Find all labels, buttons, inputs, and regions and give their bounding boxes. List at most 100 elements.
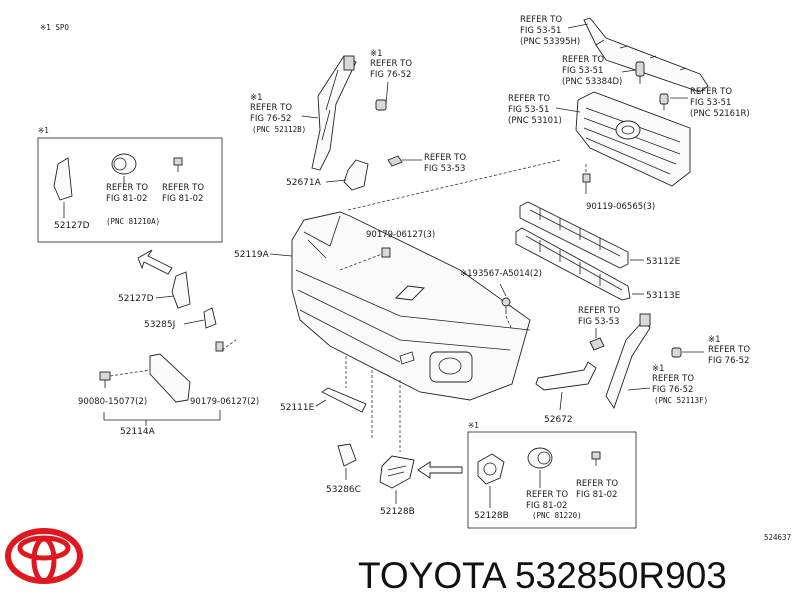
clip-5353-top — [387, 155, 403, 167]
ref-fig5351-right: REFER TO FIG 53-51 (PNC 52161R) — [690, 87, 750, 119]
ref-fig5351-grille: REFER TO FIG 53-51 (PNC 53101) — [508, 94, 562, 126]
svg-text:REFER TO: REFER TO — [508, 94, 550, 104]
part-90119: 90119-06565(3) — [586, 202, 655, 212]
grille-right-clip — [659, 93, 669, 110]
part-52127D-box: 52127D — [54, 221, 90, 231]
svg-text:FIG 53-51: FIG 53-51 — [508, 105, 549, 115]
header-note: ※1 SPO — [40, 23, 69, 32]
svg-text:FIG 81-02: FIG 81-02 — [576, 490, 617, 500]
cover-53286C — [337, 443, 357, 467]
svg-text:REFER TO: REFER TO — [424, 153, 466, 163]
svg-text:FIG 53-51: FIG 53-51 — [520, 26, 561, 36]
svg-text:REFER TO: REFER TO — [106, 183, 148, 193]
svg-text:REFER TO: REFER TO — [562, 55, 604, 65]
part-52127D: 52127D — [118, 294, 154, 304]
part-52119A: 52119A — [234, 250, 270, 260]
part-93567: ※193567-A5014(2) — [460, 269, 542, 279]
direction-arrow — [417, 461, 463, 479]
fog-lamp-box — [111, 153, 137, 175]
svg-text:REFER TO: REFER TO — [250, 103, 292, 113]
fog-bolt-box — [173, 157, 183, 172]
svg-text:(PNC 52112B): (PNC 52112B) — [252, 125, 306, 134]
svg-text:REFER TO: REFER TO — [690, 87, 732, 97]
ref-fig8102-box2: REFER TO FIG 81-02 (PNC 81220) — [526, 490, 582, 520]
ref-fig5353-right: REFER TO FIG 53-53 — [578, 306, 620, 327]
svg-text:FIG 76-52: FIG 76-52 — [250, 114, 291, 124]
bumper-support-52112B — [311, 55, 357, 171]
svg-text:FIG 53-51: FIG 53-51 — [690, 98, 731, 108]
svg-text:(PNC 53384D): (PNC 53384D) — [562, 77, 622, 87]
ref-fig7652-right1: ※1 REFER TO FIG 76-52 — [708, 335, 750, 366]
svg-text:REFER TO: REFER TO — [526, 490, 568, 500]
part-90080: 90080-15077(2) — [78, 397, 147, 407]
box1-note: ※1 — [38, 126, 49, 135]
reflector-52111E — [321, 387, 367, 413]
radiator-grille — [575, 91, 691, 187]
detail-box-left — [37, 137, 223, 243]
svg-text:REFER TO: REFER TO — [708, 345, 750, 355]
fog-cover-box — [477, 453, 505, 485]
arrow-indicator — [137, 249, 173, 275]
svg-text:REFER TO: REFER TO — [520, 15, 562, 25]
cover-53285J — [203, 307, 217, 329]
bolt-90119 — [582, 173, 591, 194]
bracket-52672 — [535, 361, 597, 391]
bracket-52114A — [149, 353, 191, 403]
part-53113E: 53113E — [646, 291, 681, 301]
lower-grille-53112E — [519, 201, 629, 269]
clip-90179-bot — [215, 341, 224, 352]
fog-cover-52128B — [379, 455, 415, 489]
svg-text:(PNC 53101): (PNC 53101) — [508, 116, 562, 126]
svg-text:REFER TO: REFER TO — [576, 479, 618, 489]
part-53285J: 53285J — [144, 320, 175, 330]
part-52671A: 52671A — [286, 178, 322, 188]
part-52672: 52672 — [544, 415, 573, 425]
toyota-logo — [5, 528, 83, 584]
svg-text:(PNC 81220): (PNC 81220) — [532, 511, 582, 520]
bracket-52127D — [171, 271, 191, 309]
upper-grille-retainer — [583, 17, 709, 93]
svg-text:FIG 81-02: FIG 81-02 — [162, 194, 203, 204]
svg-text:※1: ※1 — [370, 49, 383, 59]
fog-cover-bracket-box — [53, 157, 73, 201]
svg-text:※1: ※1 — [652, 364, 665, 374]
ref-fig7652-left: ※1 REFER TO FIG 76-52 (PNC 52112B) — [250, 93, 306, 134]
part-90179-bot: 90179-06127(2) — [190, 397, 259, 407]
part-53286C: 53286C — [326, 485, 361, 495]
clip-5353-right — [589, 337, 605, 351]
front-bumper-cover — [291, 211, 531, 401]
clip-7652-right — [671, 347, 682, 358]
ref-fig8102-box1: REFER TO FIG 81-02 (PNC 81210A) — [106, 183, 160, 226]
fog-lamp-box-right — [527, 447, 553, 469]
svg-text:(PNC 52113F): (PNC 52113F) — [654, 396, 708, 405]
svg-text:FIG 81-02: FIG 81-02 — [526, 501, 567, 511]
bolt-90080 — [99, 371, 111, 388]
part-52128B-box: 52128B — [474, 511, 509, 521]
svg-text:FIG 53-53: FIG 53-53 — [578, 317, 619, 327]
clip-90179-top — [381, 247, 391, 258]
svg-text:FIG 53-51: FIG 53-51 — [562, 66, 603, 76]
svg-text:(PNC 53395H): (PNC 53395H) — [520, 37, 580, 47]
detail-box-right — [467, 431, 637, 529]
screw-93567 — [501, 297, 511, 314]
svg-text:REFER TO: REFER TO — [162, 183, 204, 193]
ref-fig8102-box2-b: REFER TO FIG 81-02 — [576, 479, 618, 500]
ref-fig7652-right2: ※1 REFER TO FIG 76-52 (PNC 52113F) — [652, 364, 708, 405]
ref-fig7652-top: ※1 REFER TO FIG 76-52 — [370, 49, 412, 80]
figure-code: 524637 — [764, 533, 791, 542]
ref-fig5353-top: REFER TO FIG 53-53 — [424, 153, 466, 174]
svg-text:REFER TO: REFER TO — [370, 59, 412, 69]
svg-text:REFER TO: REFER TO — [652, 374, 694, 384]
svg-text:(PNC 81210A): (PNC 81210A) — [106, 217, 160, 226]
bracket-52671A — [343, 159, 369, 191]
ref-fig8102-box1-b: REFER TO FIG 81-02 — [162, 183, 204, 204]
svg-text:(PNC 52161R): (PNC 52161R) — [690, 109, 750, 119]
fender-support-52113F — [605, 313, 651, 410]
svg-text:FIG 76-52: FIG 76-52 — [652, 385, 693, 395]
svg-text:REFER TO: REFER TO — [578, 306, 620, 316]
fog-bolt-box-right — [591, 451, 601, 466]
box2-note: ※1 — [468, 421, 479, 430]
lower-grille-53113E — [515, 227, 631, 301]
svg-text:※1: ※1 — [708, 335, 721, 345]
